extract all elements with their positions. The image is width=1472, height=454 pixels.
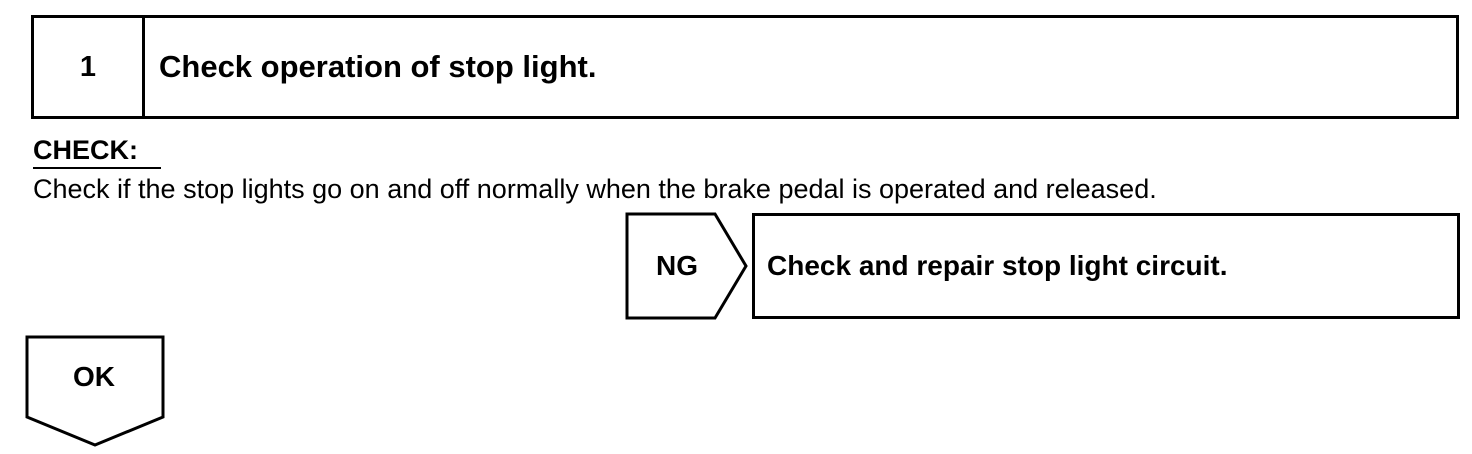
check-label: CHECK: (33, 135, 138, 165)
ok-arrow-shape (25, 335, 165, 447)
ok-label: OK (73, 361, 115, 392)
step-number: 1 (34, 18, 145, 116)
ng-action-box: Check and repair stop light circuit. (752, 213, 1460, 319)
step-header: 1 Check operation of stop light. (31, 15, 1459, 119)
ng-action-text: Check and repair stop light circuit. (767, 250, 1228, 281)
check-instruction: Check if the stop lights go on and off n… (33, 174, 1157, 204)
check-label-underline (33, 167, 161, 169)
ng-arrow-shape (625, 212, 748, 320)
step-title: Check operation of stop light. (159, 49, 597, 84)
ng-label: NG (656, 250, 698, 281)
